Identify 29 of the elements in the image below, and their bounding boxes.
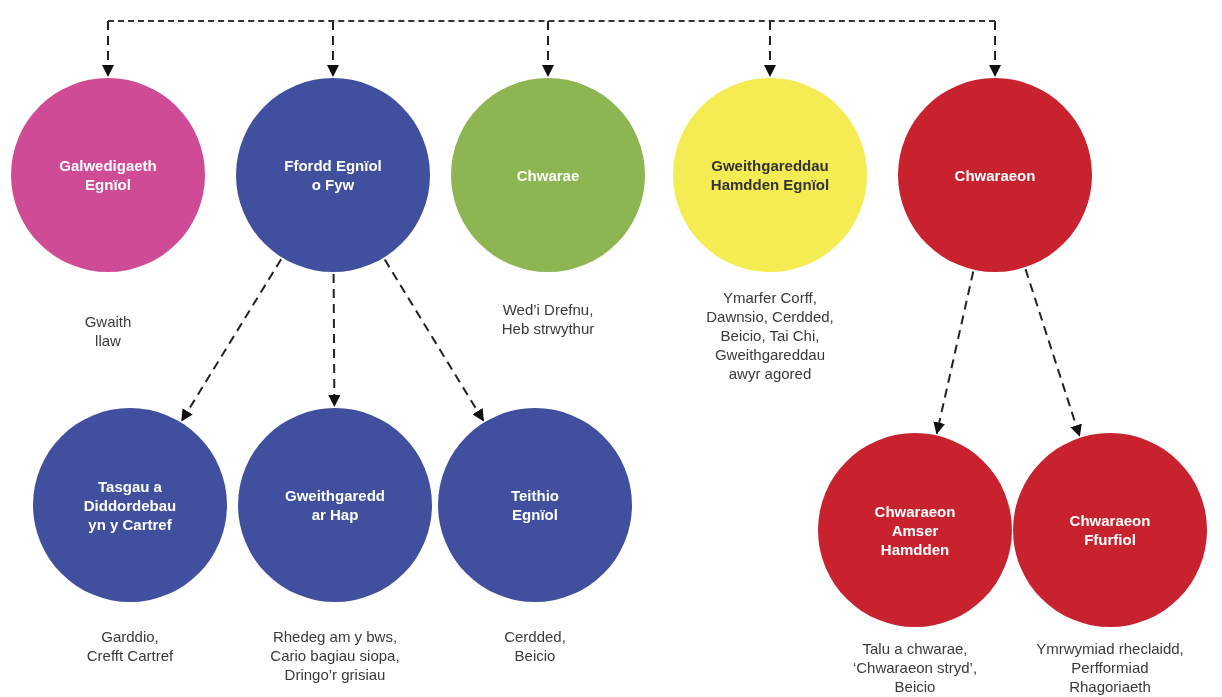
node-label: Teithio Egnïol (509, 486, 560, 524)
arrow (180, 258, 283, 422)
arrow (327, 20, 339, 77)
node-label: Gweithgaredd ar Hap (284, 486, 386, 524)
node-label: Chwaraeon Ffurfiol (1068, 511, 1152, 549)
arrow (1024, 268, 1082, 437)
node-label: Chwaraeon Amser Hamdden (873, 501, 957, 559)
arrow (542, 20, 554, 77)
node-label: Tasgau a Diddordebau yn y Cartref (82, 476, 178, 534)
caption-text: Gwaith llaw (83, 312, 133, 350)
node-label: Chwaraeon (954, 165, 1036, 185)
arrow (383, 258, 485, 422)
arrow (102, 20, 114, 77)
bus-line (108, 20, 995, 22)
caption-text: Talu a chwarae, ‘Chwaraeon stryd’, Beicio (851, 639, 979, 696)
node-label: Chwarae (516, 165, 580, 185)
caption-text: Cerdded, Beicio (503, 627, 567, 665)
caption-text: Ymrwymiad rheclaidd, Perfformiad Rhagoriaeth (1035, 639, 1185, 696)
node-label: Ffordd Egnïol o Fyw (283, 156, 383, 194)
caption-text: Ymarfer Corff, Dawnsio, Cerdded, Beicio, Tai Chi, Gweithgareddau awyr agored (705, 288, 835, 383)
caption-text: Rhedeg am y bws, Cario bagiau siopa, Dringo’r grisiau (269, 627, 401, 684)
caption-text: Garddio, Crefft Cartref (85, 627, 175, 665)
node-label: Gweithgareddau Hamdden Egnïol (709, 156, 831, 194)
arrow (933, 270, 975, 435)
arrow (989, 20, 1001, 77)
arrow (764, 20, 776, 77)
caption-text: Wed’i Drefnu, Heb strwythur (500, 300, 596, 338)
arrow (328, 273, 341, 407)
node-label: Galwedigaeth Egnïol (58, 156, 158, 194)
